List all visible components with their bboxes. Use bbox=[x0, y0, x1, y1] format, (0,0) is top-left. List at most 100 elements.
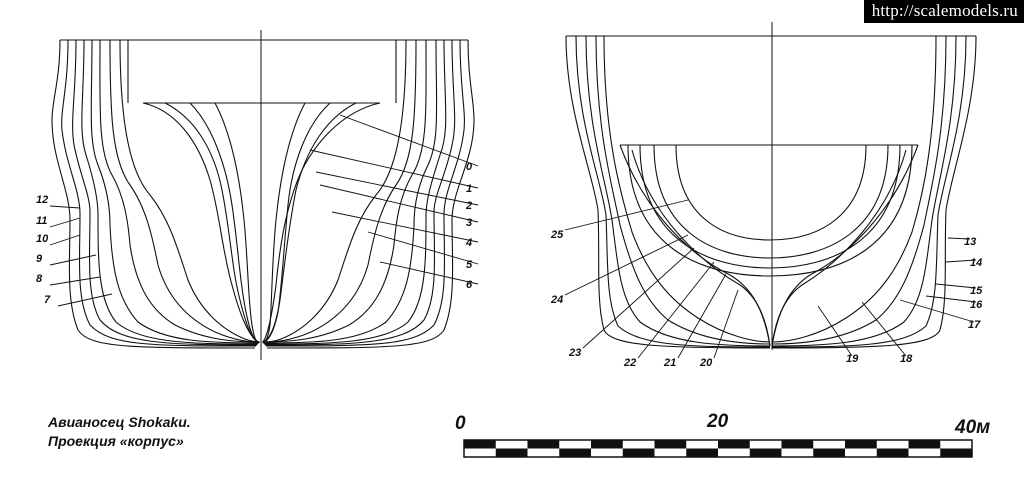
stern-frame-line bbox=[771, 35, 977, 349]
stern-station-label-25-leader bbox=[564, 199, 689, 231]
stern-frame-line bbox=[675, 144, 867, 241]
stern-station-label-17-leader bbox=[899, 299, 975, 323]
stern-frame-line bbox=[771, 35, 937, 343]
bow-frame-line-right bbox=[261, 39, 407, 343]
stern-station-label-25: 25 bbox=[550, 229, 564, 241]
stern-station-label-15: 15 bbox=[970, 285, 983, 297]
scale-bar-segment bbox=[908, 440, 941, 449]
bow-station-label-0-leader bbox=[339, 114, 479, 167]
bow-frame-line-right bbox=[264, 39, 456, 346]
scale-label-twenty: 20 bbox=[707, 411, 729, 432]
watermark: http://scalemodels.ru bbox=[863, 0, 1024, 23]
stern-frame-line bbox=[595, 35, 771, 345]
stern-station-label-16-leader bbox=[925, 295, 977, 303]
stern-frame-line bbox=[771, 35, 947, 345]
bow-station-label-1: 1 bbox=[466, 183, 472, 195]
bow-station-label-3-leader bbox=[319, 184, 479, 223]
bow-frame-line-right bbox=[265, 39, 465, 347]
bow-frame-line-right bbox=[262, 39, 438, 344]
bow-station-label-6: 6 bbox=[466, 279, 473, 291]
bow-frame-line-left bbox=[119, 39, 261, 343]
scale-bar-segment bbox=[495, 448, 528, 457]
bow-station-label-10-leader bbox=[49, 234, 81, 246]
scale-bar-segment bbox=[940, 448, 972, 457]
caption-title: Авианосец Shokaku. bbox=[48, 414, 191, 430]
stern-station-label-22: 22 bbox=[623, 357, 636, 369]
bow-station-label-9-leader bbox=[49, 254, 97, 266]
bow-station-label-0: 0 bbox=[466, 161, 473, 173]
bow-station-label-5-leader bbox=[367, 231, 479, 265]
stern-frame-line bbox=[771, 149, 907, 347]
bow-station-label-12: 12 bbox=[36, 194, 48, 206]
stern-frame-line bbox=[565, 35, 771, 349]
bow-station-label-2: 2 bbox=[465, 200, 472, 212]
stern-frame-line bbox=[627, 144, 913, 277]
stern-station-label-21: 21 bbox=[663, 357, 676, 369]
stern-half-sections bbox=[565, 22, 977, 350]
bow-frame-line-left bbox=[109, 39, 261, 343]
bow-frame-line-left bbox=[164, 102, 259, 343]
stern-station-label-20: 20 bbox=[699, 357, 713, 369]
bow-frame-line-right bbox=[266, 39, 475, 349]
bow-station-label-7: 7 bbox=[44, 294, 51, 306]
bow-frame-line-right bbox=[262, 102, 381, 343]
bow-frame-line-left bbox=[61, 39, 257, 347]
scale-bar-segment bbox=[464, 440, 496, 449]
stern-station-label-13: 13 bbox=[964, 236, 976, 248]
scale-bar-segment bbox=[876, 448, 909, 457]
scale-bar-segment bbox=[845, 440, 877, 449]
stern-frame-line bbox=[585, 35, 771, 347]
scale-bar-segment bbox=[718, 440, 750, 449]
stern-frame-line bbox=[771, 35, 967, 348]
stern-frame-line bbox=[639, 144, 901, 269]
bow-station-label-11-leader bbox=[49, 217, 81, 228]
bow-station-label-5: 5 bbox=[466, 259, 473, 271]
bow-station-label-7-leader bbox=[57, 293, 113, 307]
bow-station-label-9: 9 bbox=[36, 253, 43, 265]
bow-frame-line-left bbox=[99, 39, 260, 343]
bow-station-label-11: 11 bbox=[36, 215, 47, 227]
stern-station-label-14-leader bbox=[945, 259, 977, 263]
bow-frame-line-right bbox=[261, 39, 417, 343]
scale-bar-segment bbox=[813, 448, 845, 457]
scale-bar-segment bbox=[527, 440, 560, 449]
bow-station-label-12-leader bbox=[49, 205, 81, 209]
stern-station-label-21-leader bbox=[677, 273, 727, 359]
bow-station-label-4-leader bbox=[331, 211, 479, 243]
stern-frame-line bbox=[631, 149, 771, 347]
stern-station-label-23-leader bbox=[582, 247, 695, 349]
bow-half-sections bbox=[51, 30, 475, 360]
scale-bar-segment bbox=[591, 440, 623, 449]
stern-station-label-18: 18 bbox=[900, 353, 913, 365]
stern-station-label-19-leader bbox=[817, 305, 853, 357]
stern-station-label-14: 14 bbox=[970, 257, 982, 269]
caption-subtitle: Проекция «корпус» bbox=[48, 433, 184, 449]
scale-bar-segment bbox=[781, 440, 814, 449]
scale-bar-segment bbox=[559, 448, 591, 457]
stern-station-label-19: 19 bbox=[846, 353, 859, 365]
stern-station-label-20-leader bbox=[713, 289, 739, 359]
scale-bar-segment bbox=[749, 448, 782, 457]
stern-station-label-15-leader bbox=[935, 283, 977, 289]
bow-frame-line-left bbox=[72, 39, 258, 346]
bow-frame-line-right bbox=[262, 102, 331, 343]
stern-station-label-23: 23 bbox=[568, 347, 581, 359]
stern-station-label-24: 24 bbox=[550, 294, 563, 306]
bow-station-label-4: 4 bbox=[465, 237, 472, 249]
bow-station-label-2-leader bbox=[315, 171, 479, 206]
bow-frame-line-right bbox=[262, 39, 427, 343]
stern-station-label-22-leader bbox=[637, 261, 715, 359]
scale-label-forty: 40м bbox=[955, 417, 991, 438]
bow-frame-line-left bbox=[142, 102, 259, 343]
bow-station-label-6-leader bbox=[379, 261, 479, 285]
scale-bar-segment bbox=[654, 440, 687, 449]
bow-frame-line-left bbox=[189, 102, 260, 343]
stern-station-label-18-leader bbox=[861, 301, 907, 357]
scale-bar-segment bbox=[622, 448, 655, 457]
bow-frame-line-left bbox=[81, 39, 259, 345]
bow-station-label-3: 3 bbox=[466, 217, 472, 229]
stern-station-label-16: 16 bbox=[970, 299, 983, 311]
bow-station-label-8: 8 bbox=[36, 273, 43, 285]
bow-frame-line-right bbox=[262, 102, 306, 343]
